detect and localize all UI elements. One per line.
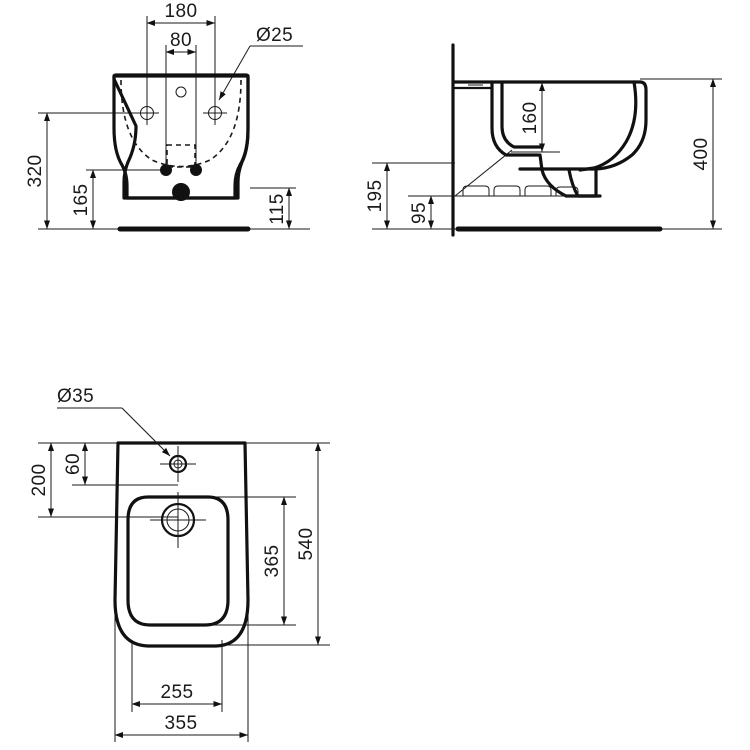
dimension-dia35: Ø35 — [57, 386, 171, 457]
front-body-outline — [112, 73, 250, 200]
side-base-slots — [455, 185, 600, 197]
dimension-195-label: 195 — [365, 180, 386, 213]
dimension-165: 165 — [71, 169, 97, 229]
front-outlet-dot-centre — [172, 183, 190, 201]
front-fixing-hole-right — [203, 101, 227, 125]
dimension-dia25-label: Ø25 — [256, 25, 293, 46]
front-outlet-dot-left — [160, 164, 172, 176]
dimension-355: 355 — [114, 713, 248, 738]
dimension-355-label: 355 — [165, 713, 198, 734]
dimension-540-label: 540 — [296, 528, 317, 561]
side-outer-profile — [453, 80, 648, 171]
dimension-115: 115 — [267, 187, 293, 229]
dimension-365-label: 365 — [262, 545, 283, 578]
dimension-95: 95 — [409, 195, 435, 229]
dimension-dia25: Ø25 — [218, 25, 303, 101]
dimension-160-label: 160 — [520, 102, 541, 135]
dimension-165-label: 165 — [71, 184, 92, 217]
dimension-60: 60 — [63, 442, 89, 485]
dimension-180-label: 180 — [165, 1, 198, 22]
dimension-dia35-label: Ø35 — [57, 386, 94, 407]
plan-inner-outline — [126, 495, 230, 627]
dimension-400-label: 400 — [691, 138, 712, 171]
dimension-540: 540 — [296, 442, 322, 645]
dimension-80-label: 80 — [170, 30, 192, 51]
dimension-95-label: 95 — [409, 202, 430, 224]
dimension-320-label: 320 — [25, 155, 46, 188]
side-bowl-right-wall — [578, 80, 638, 172]
front-body-contour — [112, 74, 250, 200]
dimension-400: 400 — [691, 78, 717, 229]
front-hidden-bowl — [120, 79, 242, 168]
dimension-195: 195 — [365, 162, 391, 229]
side-section-diagonal — [454, 149, 513, 197]
plan-tap-hole — [160, 446, 196, 482]
plan-waste-outlet — [150, 492, 206, 548]
front-overflow-circle — [175, 86, 187, 98]
front-elevation-view: 180 80 Ø25 320 165 115 — [25, 1, 310, 232]
dimension-200: 200 — [29, 442, 55, 517]
dimension-160: 160 — [520, 82, 546, 152]
front-fixing-hole-left — [135, 101, 159, 125]
side-bowl-left-wall-inner — [500, 81, 542, 149]
front-outlet-dot-right — [190, 164, 202, 176]
dimension-115-label: 115 — [267, 193, 288, 225]
dimension-180: 180 — [146, 1, 215, 26]
dimension-80: 80 — [165, 30, 196, 55]
dimension-365: 365 — [262, 496, 288, 625]
dimension-320: 320 — [25, 112, 51, 229]
dimension-255: 255 — [131, 682, 222, 707]
dimension-255-label: 255 — [161, 682, 194, 703]
plan-view: Ø35 60 200 365 540 255 355 — [29, 386, 330, 742]
side-trap-leg — [538, 153, 598, 198]
plan-outer-outline — [113, 441, 250, 648]
dimension-200-label: 200 — [29, 464, 50, 497]
side-section-view: 160 400 195 95 — [365, 43, 722, 237]
dimension-60-label: 60 — [63, 453, 84, 475]
